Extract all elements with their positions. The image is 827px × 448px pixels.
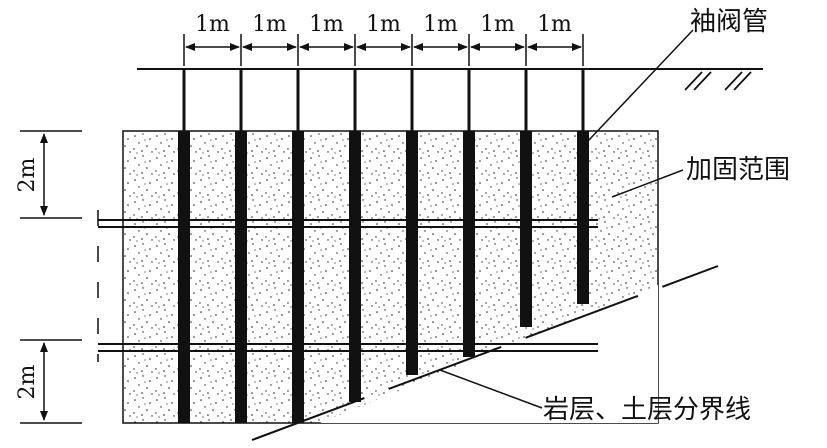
spacing-label: 1m (366, 12, 401, 37)
vertical-label-lower: 2m (15, 364, 40, 399)
boundary-line (251, 265, 719, 441)
sleeve-pipe (292, 131, 304, 423)
sleeve-pipe (577, 131, 589, 304)
sleeve-pipes (178, 69, 589, 423)
zone-leader (611, 169, 684, 198)
sleeve-pipe (235, 131, 247, 423)
sleeve-pipe (463, 131, 475, 357)
spacing-label: 1m (480, 12, 515, 37)
spacing-label: 1m (537, 12, 572, 37)
spacing-label: 1m (423, 12, 458, 37)
sleeve-pipe (178, 131, 190, 423)
ground-hatch (684, 71, 752, 91)
vertical-dimension-lower (20, 339, 82, 424)
sleeve-pipe (349, 131, 361, 402)
sleeve-pipe (520, 131, 532, 327)
boundary-label: 岩层、土层分界线 (543, 395, 751, 425)
spacing-label: 1m (309, 12, 344, 37)
vertical-dimension-upper (20, 130, 82, 219)
spacing-label: 1m (252, 12, 287, 37)
pipe-leader (587, 29, 694, 142)
pipe-label: 袖阀管 (690, 7, 768, 37)
spacing-label: 1m (195, 12, 230, 37)
spacing-dimensions: 1m 1m 1m 1m 1m 1m 1m (183, 12, 584, 66)
zone-label: 加固范围 (686, 155, 790, 185)
boundary-leader (439, 369, 543, 409)
sleeve-pipe (406, 131, 418, 375)
vertical-label-upper: 2m (15, 157, 40, 192)
